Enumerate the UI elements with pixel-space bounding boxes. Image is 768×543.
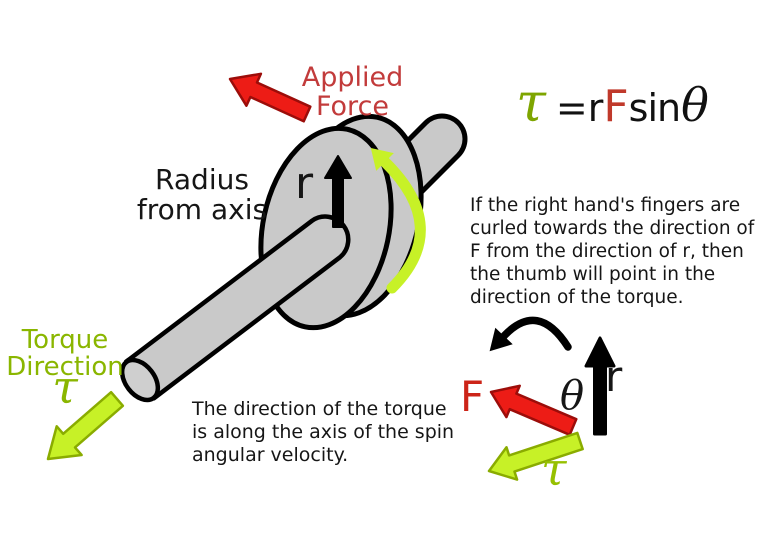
formula-sin: sin bbox=[628, 86, 681, 130]
radius-from-axis-label: Radius from axis bbox=[112, 165, 292, 225]
torque-direction-tau-symbol: τ bbox=[52, 360, 78, 414]
right-hand-rule-text: If the right hand's fingers are curled t… bbox=[470, 194, 754, 309]
formula-tau-symbol: τ bbox=[516, 71, 546, 134]
mini-force-symbol: F bbox=[460, 372, 485, 421]
torque-direction-line2: Direction bbox=[6, 351, 124, 382]
applied-force-arrow bbox=[228, 72, 312, 123]
mini-tau-symbol: τ bbox=[541, 442, 567, 496]
mini-theta-symbol: θ bbox=[560, 373, 585, 419]
axle-front bbox=[123, 214, 351, 401]
rhr-line-3: F from the direction of r, then bbox=[470, 241, 744, 262]
applied-force-label: Applied Force bbox=[295, 63, 410, 121]
radius-arrow bbox=[324, 155, 352, 228]
ta-line-3: angular velocity. bbox=[192, 444, 349, 466]
finger-curl-arrow bbox=[489, 316, 572, 352]
rhr-line-4: the thumb will point in the bbox=[470, 264, 716, 285]
mini-radius-arrow bbox=[584, 336, 616, 436]
mini-force-arrow bbox=[489, 384, 578, 437]
formula-equals: = bbox=[555, 86, 588, 130]
rotation-direction-arrow bbox=[370, 148, 426, 294]
applied-force-line2: Force bbox=[315, 91, 390, 122]
disc-radius-symbol: r bbox=[295, 158, 314, 209]
torque-direction-label: Torque Direction bbox=[0, 327, 130, 380]
ta-line-2: is along the axis of the spin bbox=[192, 421, 455, 443]
torque-direction-arrow bbox=[46, 390, 125, 461]
radius-line2: from axis bbox=[136, 193, 268, 226]
formula-theta-symbol: θ bbox=[681, 78, 709, 132]
torque-axis-text: The direction of the torque is along the… bbox=[192, 398, 454, 467]
torque-formula: τ = r F sin θ bbox=[516, 71, 709, 134]
axle-end-cap bbox=[119, 357, 161, 403]
rhr-line-2: curled towards the direction of bbox=[470, 218, 755, 239]
rhr-line-5: direction of the torque. bbox=[470, 287, 684, 308]
torque-direction-line1: Torque bbox=[21, 325, 109, 355]
radius-line1: Radius bbox=[155, 163, 249, 196]
ta-line-1: The direction of the torque bbox=[192, 398, 447, 420]
mini-radius-symbol: r bbox=[605, 352, 623, 401]
formula-r: r bbox=[587, 86, 604, 130]
formula-F: F bbox=[603, 81, 629, 132]
applied-force-line1: Applied bbox=[301, 62, 404, 93]
mini-torque-arrow bbox=[487, 431, 584, 481]
rhr-line-1: If the right hand's fingers are bbox=[470, 195, 741, 216]
